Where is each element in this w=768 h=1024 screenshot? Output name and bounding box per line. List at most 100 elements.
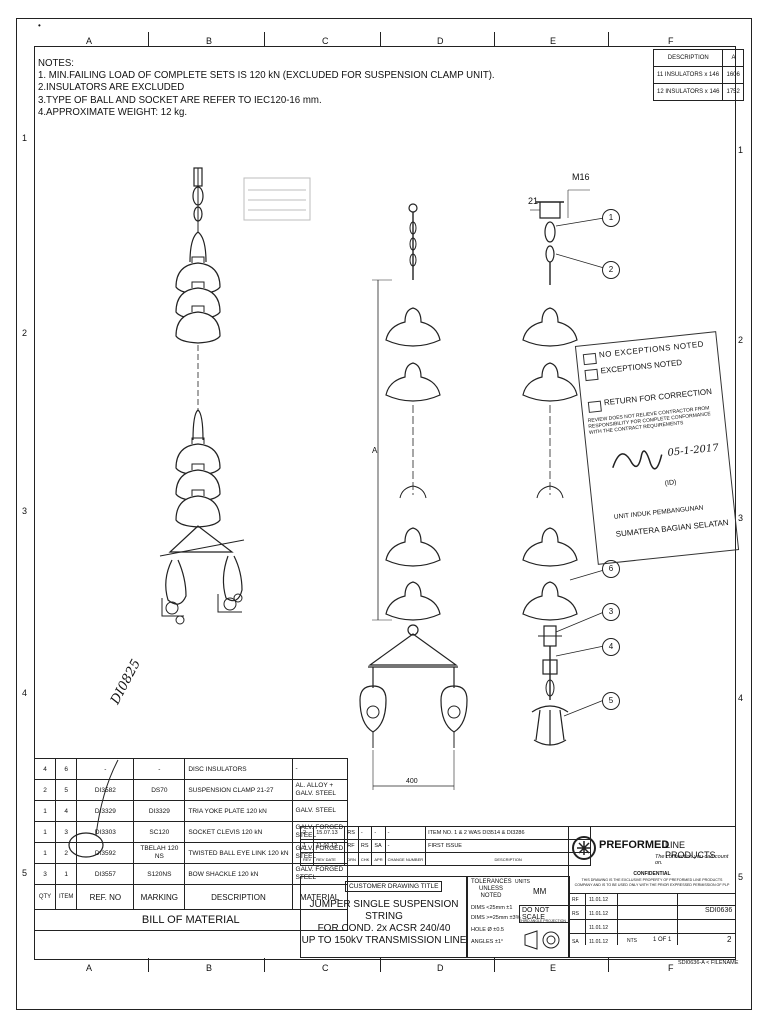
rev-chk: RS bbox=[357, 839, 373, 853]
notes-heading: NOTES: bbox=[38, 57, 74, 69]
title-line: JUMPER SINGLE SUSPENSION STRING bbox=[309, 899, 459, 922]
bom-qty: 2 bbox=[34, 779, 56, 801]
notes-block: NOTES: 1. MIN.FAILING LOAD OF COMPLETE S… bbox=[38, 57, 495, 118]
bom-item: 2 bbox=[54, 842, 78, 864]
table-row: 1 11.01.12 RF RS SA - FIRST ISSUE bbox=[299, 839, 592, 853]
customer-title-label: CUSTOMER DRAWING TITLE bbox=[345, 881, 443, 892]
divider bbox=[617, 893, 618, 945]
row-mark-1-right: 1 bbox=[738, 145, 744, 155]
bom-marking: - bbox=[133, 758, 186, 780]
third-angle-projection-icon bbox=[524, 930, 560, 950]
hole-tol: HOLE Ø ±0.5 bbox=[471, 927, 504, 933]
stamp-line-2: EXCEPTIONS NOTED bbox=[600, 357, 683, 376]
bom-marking: TBELAH 120 NS bbox=[133, 842, 186, 864]
col-mark-c-bottom: C bbox=[322, 963, 329, 973]
stamp-line-3: RETURN FOR CORRECTION bbox=[603, 386, 713, 408]
drawing-title: JUMPER SINGLE SUSPENSION STRING FOR COND… bbox=[301, 899, 467, 947]
chk-value: RS bbox=[572, 911, 579, 917]
bom-marking: DI3329 bbox=[133, 800, 186, 822]
bill-of-material: 4 6 - - DISC INSULATORS - 2 5 DI3582 DS7… bbox=[34, 758, 348, 931]
title-line: FOR COND. 2x ACSR 240/40 bbox=[317, 923, 451, 934]
bom-item: 5 bbox=[54, 779, 78, 801]
divider bbox=[569, 933, 735, 934]
rev-header: REV bbox=[299, 852, 315, 866]
bom-title: BILL OF MATERIAL bbox=[34, 909, 348, 931]
bom-ref: DI3592 bbox=[76, 842, 135, 864]
bom-item: 3 bbox=[54, 821, 78, 843]
divider bbox=[569, 905, 735, 906]
bom-desc: SUSPENSION CLAMP 21-27 bbox=[184, 779, 293, 801]
middle-view bbox=[359, 203, 468, 790]
row-mark-3: 3 bbox=[22, 506, 28, 516]
tolerance-box: TOLERANCES UNLESS NOTED UNITS MM DIMS <2… bbox=[466, 876, 570, 958]
title-box: CUSTOMER DRAWING TITLE JUMPER SINGLE SUS… bbox=[300, 876, 468, 958]
rev-apr: SA bbox=[371, 839, 386, 853]
bom-desc: SOCKET CLEVIS 120 kN bbox=[184, 821, 293, 843]
bom-mat: AL. ALLOY + GALV. STEEL bbox=[291, 779, 348, 801]
grid-tick bbox=[608, 958, 609, 972]
plp-logo-icon bbox=[572, 836, 596, 860]
date-value: 11.01.12 bbox=[589, 897, 609, 903]
company-name-b: LINE PRODUCTS bbox=[665, 840, 716, 860]
bom-ref: DI3582 bbox=[76, 779, 135, 801]
rev-number: 1 bbox=[299, 839, 315, 853]
note-line: 2.INSULATORS ARE EXCLUDED bbox=[38, 81, 185, 94]
dim-21: 21 bbox=[528, 196, 539, 206]
note-line: 4.APPROXIMATE WEIGHT: 12 kg. bbox=[38, 105, 188, 118]
drawing-frame bbox=[16, 18, 752, 1010]
row-mark-4-right: 4 bbox=[738, 693, 744, 703]
dim-table-cell: 1752 bbox=[722, 83, 745, 101]
signature-icon bbox=[612, 450, 663, 470]
filename-label: SDI0636-A < FILENAME bbox=[678, 960, 739, 966]
bom-header-item: ITEM bbox=[54, 884, 78, 910]
rev-chg: - bbox=[384, 826, 427, 840]
grid-tick bbox=[148, 32, 149, 46]
bom-header-qty: QTY bbox=[34, 884, 56, 910]
col-mark-d: D bbox=[437, 36, 444, 46]
checkbox-icon bbox=[582, 352, 597, 366]
bom-desc: TWISTED BALL EYE LINK 120 kN bbox=[184, 842, 293, 864]
col-mark-e-bottom: E bbox=[550, 963, 557, 973]
stamp-line-1: NO EXCEPTIONS NOTED bbox=[598, 339, 705, 360]
rev-header: APR bbox=[371, 852, 386, 866]
stamp-date: 05-1-2017 bbox=[667, 442, 720, 459]
dim-table-cell: 12 INSULATORS x 146 bbox=[652, 83, 724, 101]
projection-label: THIRD ANGLE PROJECTION bbox=[519, 919, 566, 923]
bom-mat: GALV. STEEL bbox=[291, 800, 348, 822]
col-mark-e: E bbox=[550, 36, 557, 46]
angle-tol: ANGLES ±1° bbox=[471, 939, 504, 945]
col-mark-d-bottom: D bbox=[437, 963, 444, 973]
note-line: 1. MIN.FAILING LOAD OF COMPLETE SETS IS … bbox=[38, 69, 495, 82]
table-row: 1 4 DI3329 DI3329 TRIA YOKE PLATE 120 kN… bbox=[34, 800, 348, 822]
col-mark-c: C bbox=[322, 36, 329, 46]
company-block: PREFORMED LINE PRODUCTS The connection y… bbox=[568, 826, 736, 958]
company-slogan: The connection you can count on. bbox=[655, 854, 729, 866]
rev-desc: FIRST ISSUE bbox=[425, 839, 592, 853]
callout-1: 1 bbox=[602, 209, 620, 227]
rev-apr: - bbox=[371, 826, 386, 840]
bom-ref: DI3329 bbox=[76, 800, 135, 822]
bom-desc: BOW SHACKLE 120 kN bbox=[184, 863, 293, 885]
bom-qty: 1 bbox=[34, 842, 56, 864]
divider bbox=[569, 919, 735, 920]
divider bbox=[585, 893, 586, 945]
row-mark-2-right: 2 bbox=[738, 335, 744, 345]
left-view bbox=[159, 167, 311, 625]
dims-1: DIMS <25mm ±1 bbox=[471, 905, 513, 911]
rev-header: CHANGE NUMBER bbox=[384, 852, 427, 866]
row-mark-5: 5 bbox=[22, 868, 28, 878]
confidential-text: THIS DRAWING IS THE EXCLUSIVE PROPERTY O… bbox=[574, 878, 730, 887]
divider bbox=[569, 893, 735, 894]
note-line: 3.TYPE OF BALL AND SOCKET ARE REFER TO I… bbox=[38, 93, 322, 106]
checkbox-icon bbox=[587, 400, 602, 413]
bom-item: 6 bbox=[54, 758, 78, 780]
grid-tick bbox=[608, 32, 609, 46]
drawing-number: SDI0636 bbox=[705, 907, 733, 914]
dim-m16: M16 bbox=[572, 172, 590, 182]
units-value: MM bbox=[533, 887, 547, 896]
bom-qty: 1 bbox=[34, 800, 56, 822]
callout-4: 4 bbox=[602, 638, 620, 656]
row-mark-2: 2 bbox=[22, 328, 28, 338]
drn-value: RF bbox=[572, 897, 579, 903]
